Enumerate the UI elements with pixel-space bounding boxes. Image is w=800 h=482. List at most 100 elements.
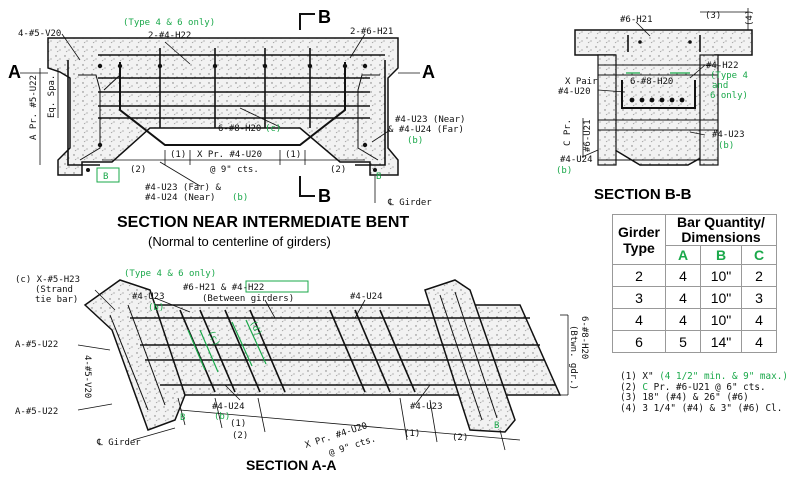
label-b-tag-right: (b) — [407, 136, 423, 146]
table-cell: 4 — [665, 308, 701, 331]
cut-b-bottom: B — [318, 186, 331, 206]
label-xpr-u20: X Pr. #4-U20 — [197, 150, 262, 160]
aa-dim1-right: (1) — [404, 429, 420, 439]
dim-1-left: (1) — [170, 150, 186, 160]
label-u23-near: #4-U23 (Near) — [395, 115, 465, 125]
aa-u23-bottom: #4-U23 — [410, 402, 443, 412]
cut-b-top: B — [318, 7, 331, 27]
aa-tie: tie bar) — [35, 295, 78, 305]
bb-u24: #4-U24 — [560, 155, 593, 165]
bb-b-tag-left: (b) — [556, 166, 572, 176]
bb-xpair: X Pair — [565, 77, 598, 87]
bb-u21: #6-U21 — [583, 119, 593, 152]
table-cell: 2 — [741, 264, 777, 287]
aa-dim1-left: (1) — [230, 419, 246, 429]
aa-dim2-left: (2) — [232, 431, 248, 441]
bb-u20: #4-U20 — [558, 87, 591, 97]
table-cell: 14" — [700, 330, 742, 353]
label-at9: @ 9" cts. — [210, 165, 259, 175]
title-aa: SECTION A-A — [246, 457, 336, 473]
dim-2-left: (2) — [130, 165, 146, 175]
aa-u24-bottom: #4-U24 — [212, 402, 245, 412]
note-2-rest: Pr. #6-U21 @ 6" cts. — [648, 381, 766, 393]
label-v20: 4-#5-V20 — [18, 29, 61, 39]
label-girder-cl: ℄ Girder — [387, 198, 432, 208]
cut-a-left: A — [8, 62, 21, 82]
label-u24-near: #4-U24 (Near) — [145, 193, 215, 203]
table-subheader-c: C — [741, 245, 777, 265]
table-subheader-b: B — [700, 245, 742, 265]
bb-dim4: (4) — [745, 10, 755, 26]
aa-btwn: (Btwn. gdr.) — [568, 325, 578, 390]
table-cell: 6 — [612, 330, 666, 353]
bb-dim3: (3) — [705, 11, 721, 21]
aa-b-left: B — [180, 413, 185, 423]
dim-1-right: (1) — [285, 150, 301, 160]
note-3: (3) 18" (#4) & 26" (#6) — [620, 392, 749, 404]
aa-b-tag-top: (b) — [148, 303, 164, 313]
aa-h20: 6-#8-H20 — [579, 316, 589, 359]
table-cell: 10" — [700, 286, 742, 309]
aa-between: (Between girders) — [202, 294, 294, 304]
label-b-letter-left: B — [103, 172, 108, 182]
bb-label-h21: #6-H21 — [620, 15, 653, 25]
note-4: (4) 3 1/4" (#4) & 3" (#6) Cl. — [620, 402, 783, 414]
aa-h23: (c) X-#5-H23 — [15, 275, 80, 285]
note-2-prefix: (2) — [620, 381, 643, 393]
bb-only6: 6 only) — [710, 91, 748, 101]
aa-b-tag-bottom: (b) — [214, 412, 230, 422]
table-cell: 2 — [612, 264, 666, 287]
aa-u24-top: #4-U24 — [350, 292, 383, 302]
note-1-range: (4 1/2" min. & 9" max.) — [659, 371, 788, 382]
aa-u23-top: #4-U23 — [132, 292, 165, 302]
bar-quantity-table: Girder Type Bar Quantity/ Dimensions A B… — [612, 214, 777, 353]
aa-girder-left — [83, 279, 186, 431]
aa-v20: 4-#5-V20 — [82, 355, 92, 398]
bb-type4: (Type 4 — [710, 71, 748, 81]
title-bb: SECTION B-B — [594, 186, 692, 203]
label-h21: 2-#6-H21 — [350, 27, 393, 37]
aa-b-right: B — [494, 421, 499, 431]
aa-u22-lower: A-#5-U22 — [15, 407, 58, 417]
label-h22: 2-#4-H22 — [148, 31, 191, 41]
title-near-bent: SECTION NEAR INTERMEDIATE BENT — [117, 214, 409, 231]
bb-b-tag-right: (b) — [718, 141, 734, 151]
note-1-prefix: (1) X" — [620, 371, 660, 382]
table-subheader-a: A — [665, 245, 701, 265]
table-header-bar-quantity: Bar Quantity/ Dimensions — [665, 214, 777, 246]
label-b-tag-bottom: (b) — [232, 193, 248, 203]
label-b-letter-right: B — [376, 172, 381, 182]
bb-and: and — [712, 81, 728, 91]
aa-girder-cl: ℄ Girder — [96, 438, 141, 448]
label-u23-far: #4-U23 (Far) & — [145, 183, 221, 193]
bb-cpr: C Pr. — [563, 119, 573, 146]
label-a-pr-u22: A Pr. #5-U22 — [29, 75, 39, 140]
table-cell: 5 — [665, 330, 701, 353]
note-2-c: C — [642, 381, 648, 393]
aa-u22-upper: A-#5-U22 — [15, 340, 58, 350]
table-cell: 10" — [700, 264, 742, 287]
aa-h21-h22: #6-H21 & #4-H22 — [183, 283, 264, 293]
label-type46: (Type 4 & 6 only) — [123, 18, 215, 28]
cut-a-right: A — [422, 62, 435, 82]
aa-strand: (Strand — [35, 285, 73, 295]
table-cell: 4 — [665, 286, 701, 309]
footnotes: (1) X" (4 1/2" min. & 9" max.) (2) C Pr.… — [620, 371, 788, 414]
bb-label-h22: #4-H22 — [706, 61, 739, 71]
table-cell: 3 — [741, 286, 777, 309]
bb-h20: 6-#8-H20 — [630, 77, 673, 87]
section-bb: #6-H21 (3) (4) #4-H22 (Type 4 and 6 only… — [556, 8, 755, 203]
aa-type46: (Type 4 & 6 only) — [124, 269, 216, 279]
section-aa: (c) (d) (Type 4 & 6 only) (c) X-#5-H23 (… — [15, 269, 589, 473]
label-u24-far: & #4-U24 (Far) — [388, 125, 464, 135]
bb-u23: #4-U23 — [712, 130, 745, 140]
table-cell: 4 — [741, 308, 777, 331]
subtitle-near-bent: (Normal to centerline of girders) — [148, 234, 331, 249]
table-cell: 4 — [612, 308, 666, 331]
table-cell: 3 — [612, 286, 666, 309]
section-near-bent: 4-#5-V20 (Type 4 & 6 only) 2-#4-H22 2-#6… — [8, 7, 465, 249]
aa-dim2-right: (2) — [452, 433, 468, 443]
dim-2-right: (2) — [330, 165, 346, 175]
table-cell: 10" — [700, 308, 742, 331]
